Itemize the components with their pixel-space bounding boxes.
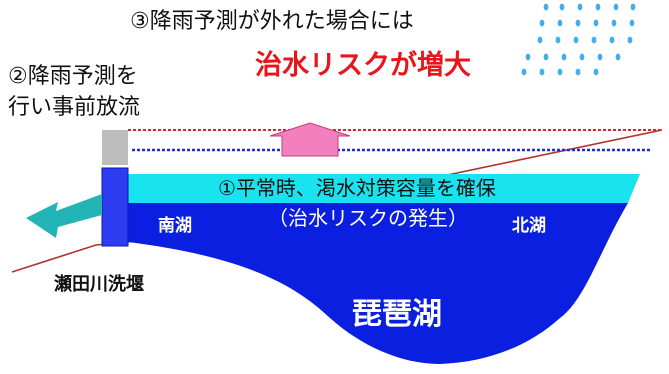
risk-increase-label: 治水リスクが増大: [255, 50, 471, 81]
left-arrow-icon: [26, 194, 102, 238]
step3-title: ③降雨予測が外れた場合には: [130, 9, 414, 34]
lake-name-label: 琵琶湖: [352, 297, 442, 332]
north-lake-label: 北湖: [512, 216, 546, 236]
weir-label: 瀬田川洗堰: [54, 274, 144, 295]
south-lake-label: 南湖: [158, 216, 192, 236]
risk-occurrence-label: （治水リスクの発生）: [268, 206, 468, 230]
weir-gate-top: [102, 130, 128, 165]
step2-label-line1: ②降雨予測を: [8, 64, 138, 89]
rain-drops-icon: [521, 3, 636, 76]
weir-gate: [101, 167, 129, 247]
reserve-band: [128, 174, 640, 203]
step1-normal-label: ①平常時、渇水対策容量を確保: [218, 176, 496, 200]
lake-body: [128, 203, 628, 364]
up-arrow-icon: [269, 122, 351, 157]
step2-label-line2: 行い事前放流: [8, 95, 141, 120]
